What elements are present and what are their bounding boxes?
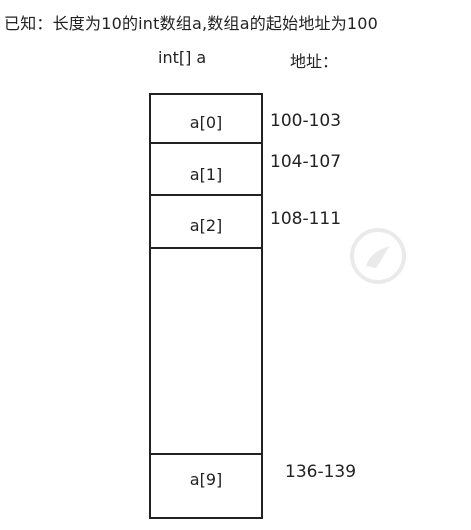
cell-label-a9: a[9] xyxy=(189,470,223,489)
watermark-logo-icon xyxy=(350,228,406,284)
address-header-label: 地址： xyxy=(290,52,339,71)
address-a1: 104-107 xyxy=(270,152,342,172)
cell-divider xyxy=(151,453,261,455)
array-box: a[0] a[1] a[2] a[9] xyxy=(149,93,263,519)
address-a9: 136-139 xyxy=(285,462,357,482)
cell-divider xyxy=(151,194,261,196)
array-type-label: int[] a xyxy=(158,48,207,67)
cell-label-a0: a[0] xyxy=(189,113,223,132)
cell-label-a1: a[1] xyxy=(189,165,223,184)
address-a0: 100-103 xyxy=(270,111,342,131)
cell-divider xyxy=(151,247,261,249)
cell-divider xyxy=(151,142,261,144)
cell-label-a2: a[2] xyxy=(189,216,223,235)
diagram-caption: 已知：长度为10的int数组a,数组a的起始地址为100 xyxy=(4,14,379,33)
address-a2: 108-111 xyxy=(270,209,342,229)
